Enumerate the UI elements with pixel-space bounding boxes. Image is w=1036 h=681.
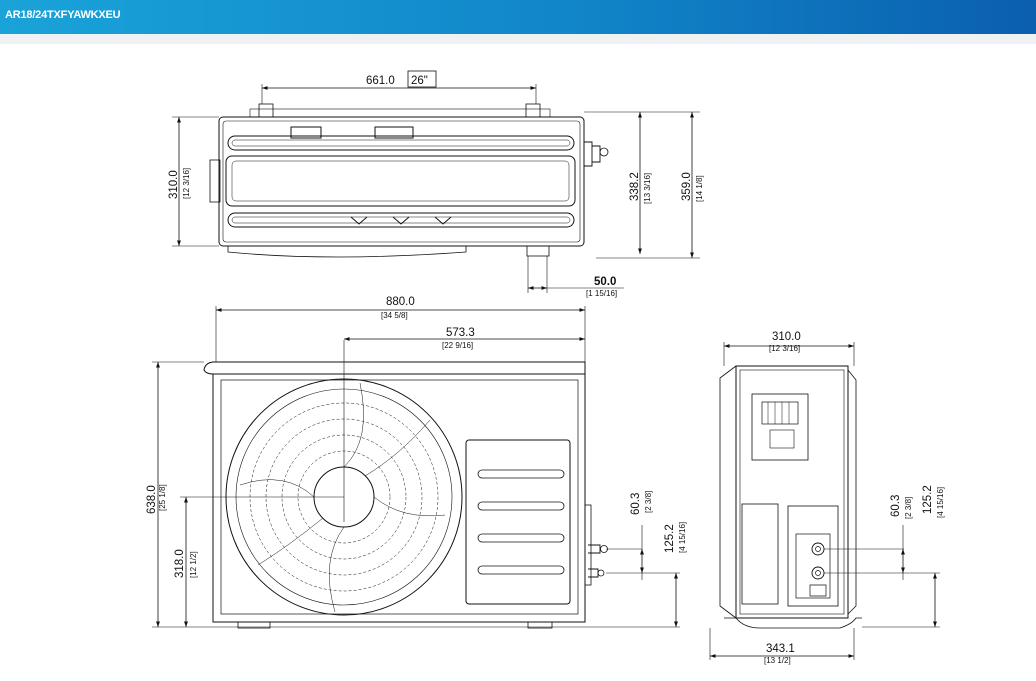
valve-icon: [584, 141, 601, 167]
label-side-pipe-high: 125.2: [922, 485, 934, 514]
label-side-pipe-low: 60.3: [890, 495, 902, 517]
side-body: [735, 365, 849, 619]
label-side-depth-top-sub: [12 3/16]: [769, 344, 800, 353]
side-view: [709, 342, 940, 660]
drain-icon-3: [434, 216, 452, 225]
label-valve-offset-sub: [1 15/16]: [586, 289, 617, 298]
label-side-pipe-high-sub: [4 15/16]: [936, 487, 945, 518]
model-title: AR18/24TXFYAWKXEU: [5, 9, 121, 21]
label-front-pipe-high: 125.2: [664, 524, 676, 553]
side-valve-low: [811, 566, 825, 580]
front-view: [152, 306, 680, 629]
service-panel: [465, 439, 571, 605]
label-side-pipe-low-sub: [2 3/8]: [904, 497, 913, 519]
label-front-height-total: 638.0: [146, 485, 158, 514]
front-body: [212, 373, 586, 623]
side-base: [724, 617, 862, 629]
label-front-width-partial: 573.3: [446, 327, 475, 339]
label-front-height-center: 318.0: [174, 549, 186, 578]
label-front-height-total-sub: [25 1/8]: [158, 484, 167, 511]
label-front-pipe-low: 60.3: [630, 493, 642, 515]
label-top-width-box-frame: [407, 70, 437, 88]
label-front-width-partial-sub: [22 9/16]: [442, 341, 473, 350]
side-valve-high: [811, 542, 825, 556]
label-top-depth-mid-sub: [13 3/16]: [643, 173, 652, 204]
label-valve-offset: 50.0: [594, 276, 616, 288]
front-top-cover: [203, 361, 586, 375]
label-top-depth-right: 359.0: [681, 172, 693, 201]
top-view: [172, 84, 700, 293]
label-top-width: 661.0: [366, 75, 395, 87]
header-strip: [0, 34, 1036, 44]
label-front-pipe-high-sub: [4 15/16]: [678, 522, 687, 553]
drain-icon-1: [350, 216, 368, 225]
label-front-width-total-sub: [34 5/8]: [381, 311, 408, 320]
label-top-depth-left: 310.0: [168, 170, 180, 199]
label-front-height-center-sub: [12 1/2]: [189, 551, 198, 578]
label-top-width-box: 26": [411, 75, 428, 87]
label-top-depth-right-sub: [14 1/8]: [695, 175, 704, 202]
pipe-valve-low: [588, 568, 599, 578]
terminal-block: [751, 393, 809, 461]
pipe-valve-high: [588, 544, 601, 554]
side-valve-panel: [787, 505, 839, 607]
label-front-pipe-low-sub: [2 3/8]: [644, 491, 653, 513]
label-side-depth-bottom-sub: [13 1/2]: [764, 656, 791, 665]
label-side-depth-top: 310.0: [772, 331, 801, 343]
drain-icon-2: [392, 216, 410, 225]
label-top-depth-left-sub: [12 3/16]: [182, 168, 191, 199]
label-top-depth-mid: 338.2: [629, 172, 641, 201]
header-bar: AR18/24TXFYAWKXEU: [0, 0, 1036, 34]
label-side-depth-bottom: 343.1: [766, 643, 795, 655]
label-front-width-total: 880.0: [386, 296, 415, 308]
